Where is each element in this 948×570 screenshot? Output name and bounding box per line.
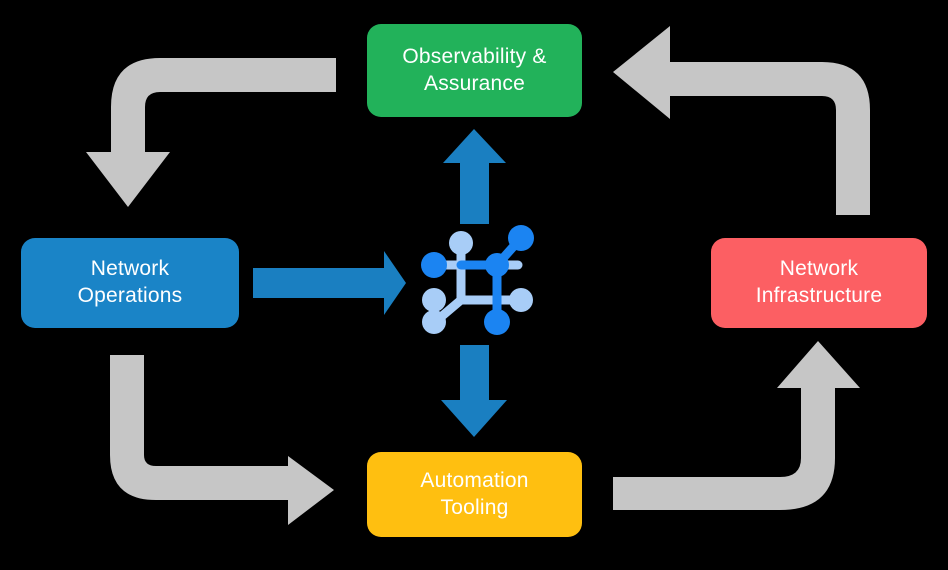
direct-arrow-center-to-automation bbox=[441, 345, 507, 437]
flow-arrow-infrastructure-to-observability bbox=[613, 26, 870, 215]
topology-node-left-dark bbox=[421, 252, 447, 278]
topology-node-mid-light bbox=[422, 288, 446, 312]
topology-node-hub-dark bbox=[485, 253, 509, 277]
node-network-operations[interactable]: Network Operations bbox=[21, 238, 239, 328]
direct-arrow-operations-to-center bbox=[253, 251, 406, 315]
node-observability-assurance[interactable]: Observability & Assurance bbox=[367, 24, 582, 117]
topology-node-right-light bbox=[509, 288, 533, 312]
network-topology-icon bbox=[421, 225, 534, 335]
topology-node-top-light bbox=[449, 231, 473, 255]
node-automation-tooling[interactable]: Automation Tooling bbox=[367, 452, 582, 537]
topology-node-bottom-dark bbox=[484, 309, 510, 335]
direct-arrow-center-to-observability bbox=[443, 129, 506, 224]
flow-arrow-operations-to-automation bbox=[110, 355, 334, 525]
flow-arrow-automation-to-infrastructure bbox=[613, 341, 860, 510]
node-network-infrastructure[interactable]: Network Infrastructure bbox=[711, 238, 927, 328]
topology-node-bottomleft-light bbox=[422, 310, 446, 334]
flow-arrow-observability-to-operations bbox=[86, 58, 336, 207]
topology-node-topright-dark bbox=[508, 225, 534, 251]
